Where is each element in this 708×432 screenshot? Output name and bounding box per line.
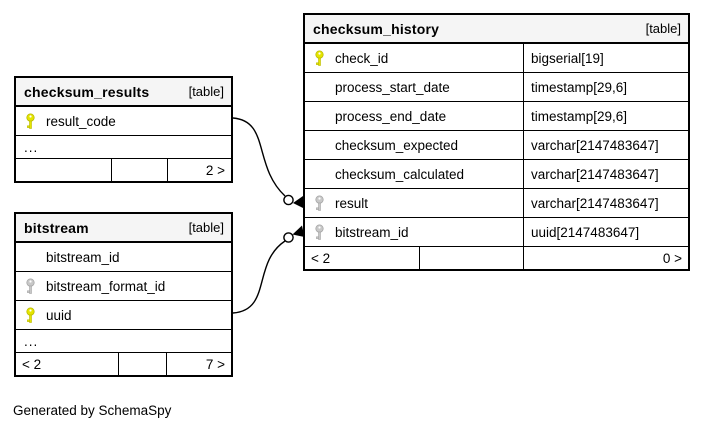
column-type: timestamp[29,6] bbox=[531, 108, 628, 124]
column-type: uuid[2147483647] bbox=[531, 224, 640, 240]
degree-out: 2 > bbox=[205, 162, 225, 178]
table-type-badge: [table] bbox=[645, 21, 681, 36]
column-row: uuid bbox=[16, 301, 231, 330]
column-row: bitstream_format_id bbox=[16, 272, 231, 301]
arrowhead-icon bbox=[292, 225, 305, 237]
column-name: bitstream_id bbox=[46, 249, 120, 265]
hidden-columns-ellipsis: ... bbox=[16, 136, 231, 159]
foreign-key-icon bbox=[315, 223, 324, 240]
column-name: process_start_date bbox=[335, 79, 450, 95]
hidden-columns-ellipsis: ... bbox=[16, 330, 231, 353]
degree-footer: < 2 7 > bbox=[16, 353, 231, 375]
degree-in: < 2 bbox=[16, 353, 119, 375]
column-name: checksum_expected bbox=[335, 137, 459, 153]
degree-out: 7 > bbox=[205, 356, 225, 372]
key-slot bbox=[313, 166, 326, 183]
primary-key-icon bbox=[315, 49, 324, 66]
key-slot bbox=[24, 249, 37, 266]
key-slot bbox=[313, 137, 326, 154]
column-name: result bbox=[335, 195, 369, 211]
column-row: result varchar[2147483647] bbox=[305, 189, 688, 218]
column-name: checksum_calculated bbox=[335, 166, 465, 182]
key-slot bbox=[313, 108, 326, 125]
column-type: bigserial[19] bbox=[531, 50, 604, 66]
column-row: checksum_calculated varchar[2147483647] bbox=[305, 160, 688, 189]
odot-icon bbox=[283, 232, 294, 243]
primary-key-icon bbox=[26, 306, 35, 323]
column-row: check_id bigserial[19] bbox=[305, 44, 688, 73]
degree-mid bbox=[119, 353, 167, 375]
table-type-badge: [table] bbox=[188, 220, 224, 235]
column-row: process_end_date timestamp[29,6] bbox=[305, 102, 688, 131]
table-node-checksum-history[interactable]: checksum_history [table] check_id bigser… bbox=[303, 13, 690, 271]
table-type-badge: [table] bbox=[188, 84, 224, 99]
arrowhead-icon bbox=[293, 196, 303, 208]
degree-in bbox=[16, 159, 112, 181]
generated-by-note: Generated by SchemaSpy bbox=[13, 403, 172, 418]
table-header: bitstream [table] bbox=[16, 214, 231, 243]
table-header: checksum_results [table] bbox=[16, 78, 231, 107]
foreign-key-icon bbox=[26, 277, 35, 294]
table-title[interactable]: checksum_history bbox=[313, 20, 440, 37]
degree-mid bbox=[112, 159, 168, 181]
column-name: check_id bbox=[335, 50, 389, 66]
column-name: bitstream_format_id bbox=[46, 278, 166, 294]
relationship-line-bitstream-id bbox=[232, 225, 305, 314]
table-title[interactable]: checksum_results bbox=[24, 83, 150, 100]
degree-mid bbox=[420, 247, 524, 269]
column-type: varchar[2147483647] bbox=[531, 137, 659, 153]
foreign-key-icon bbox=[315, 194, 324, 211]
column-name: uuid bbox=[46, 307, 72, 323]
degree-footer: 2 > bbox=[16, 159, 231, 181]
column-type: varchar[2147483647] bbox=[531, 166, 659, 182]
table-node-checksum-results[interactable]: checksum_results [table] result_code ...… bbox=[14, 76, 233, 183]
table-title[interactable]: bitstream bbox=[24, 219, 89, 236]
primary-key-icon bbox=[26, 112, 35, 129]
degree-in: < 2 bbox=[305, 247, 420, 269]
degree-out: 0 > bbox=[662, 250, 682, 266]
column-row: process_start_date timestamp[29,6] bbox=[305, 73, 688, 102]
odot-icon bbox=[283, 194, 294, 206]
column-type: timestamp[29,6] bbox=[531, 79, 628, 95]
column-name: result_code bbox=[46, 113, 116, 129]
column-type: varchar[2147483647] bbox=[531, 195, 659, 211]
relationship-line-result bbox=[232, 117, 303, 208]
column-name: bitstream_id bbox=[335, 224, 409, 240]
column-row: result_code bbox=[16, 107, 231, 136]
degree-footer: < 2 0 > bbox=[305, 247, 688, 269]
column-row: bitstream_id bbox=[16, 243, 231, 272]
column-row: bitstream_id uuid[2147483647] bbox=[305, 218, 688, 247]
column-name: process_end_date bbox=[335, 108, 447, 124]
table-node-bitstream[interactable]: bitstream [table] bitstream_id bitstream… bbox=[14, 212, 233, 377]
column-row: checksum_expected varchar[2147483647] bbox=[305, 131, 688, 160]
key-slot bbox=[313, 79, 326, 96]
table-header: checksum_history [table] bbox=[305, 15, 688, 44]
